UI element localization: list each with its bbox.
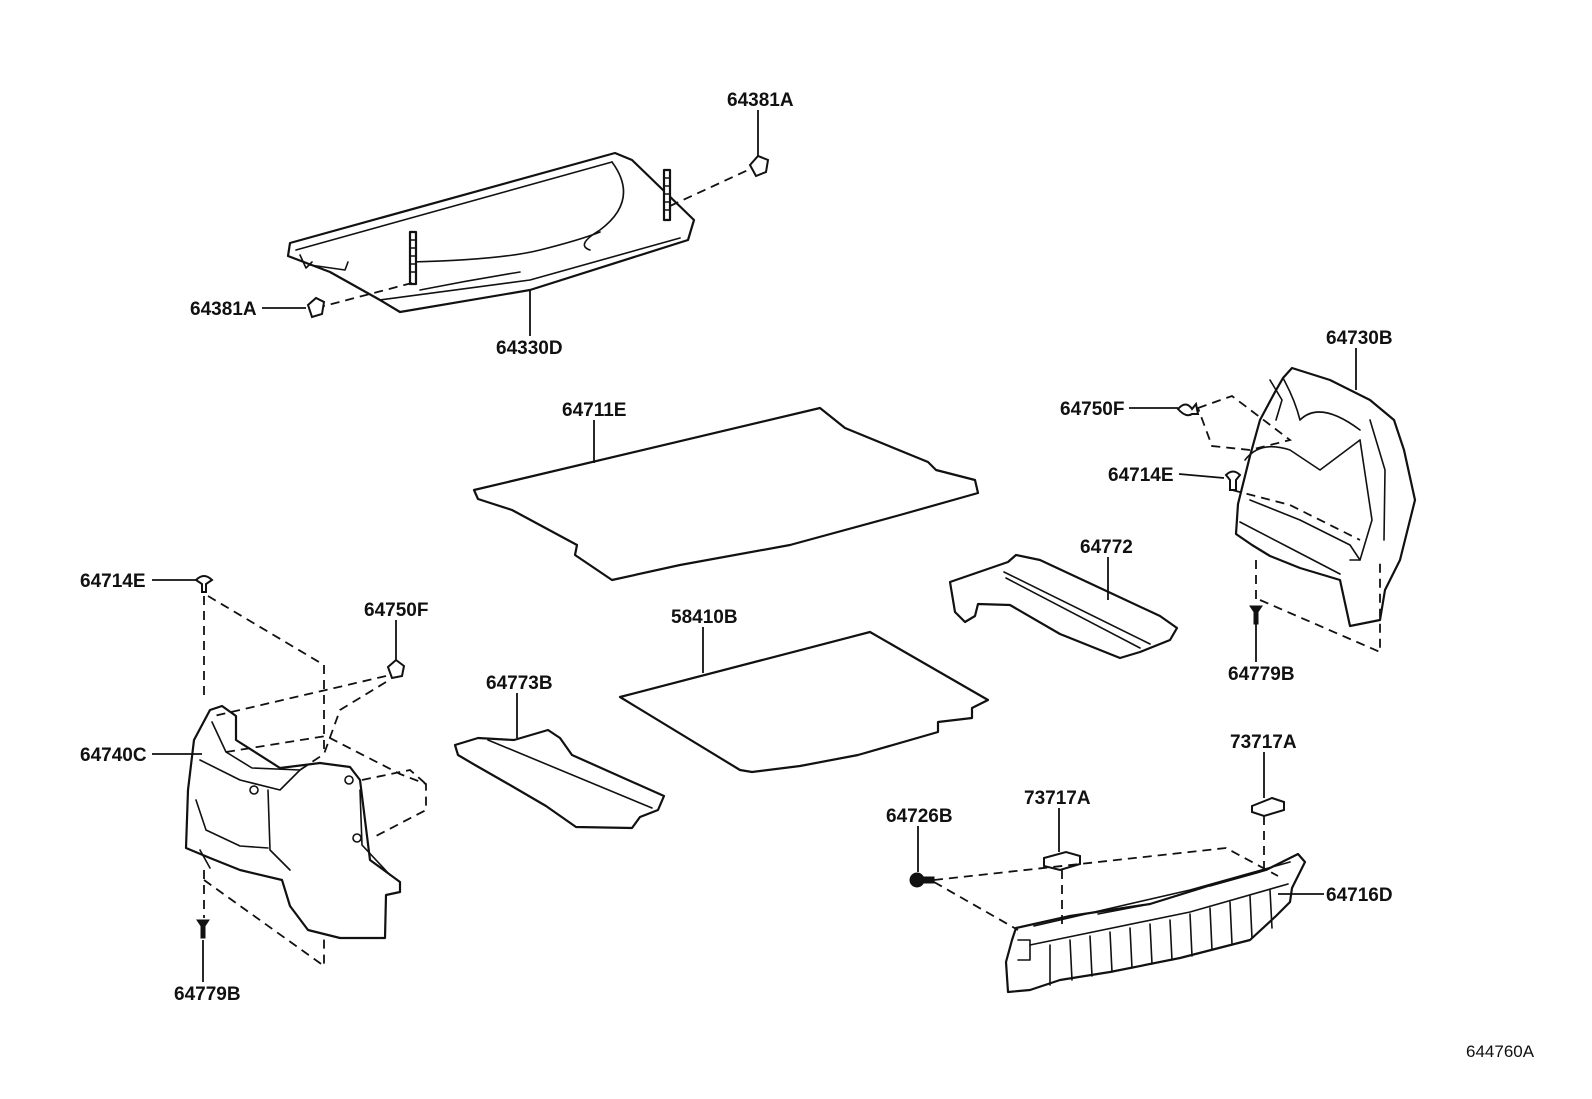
clip-icon [748,154,770,178]
clip-icon [306,296,326,319]
label-support-left: 64773B [486,673,553,694]
label-clip-64750F-left: 64750F [364,600,428,621]
label-side-trim-right: 64730B [1326,328,1393,349]
screw-icon [196,919,210,939]
label-deck-board: 64711E [562,400,626,421]
label-package-tray: 64330D [496,338,563,359]
label-floor-mat: 58410B [671,607,738,628]
retainer-icon [1043,850,1081,872]
label-clip-64779B-left: 64779B [174,984,241,1005]
figure-reference: 644760A [1466,1042,1535,1061]
side-trim-right-part [1234,366,1417,628]
label-bolt-64726B: 64726B [886,806,953,827]
label-clip-64750F-right: 64750F [1060,399,1124,420]
label-clip-64779B-right: 64779B [1228,664,1295,685]
clip-icon [1224,470,1242,491]
clip-icon [194,575,214,593]
label-clip-top-left: 64381A [190,299,257,320]
package-tray-part [286,151,696,314]
label-clip-64714E-right: 64714E [1108,465,1174,486]
label-retainer-center: 73717A [1024,788,1091,809]
sill-plate-part [1004,852,1307,994]
label-support-right: 64772 [1080,537,1133,558]
clip-icon [386,658,406,680]
side-trim-left-part [184,704,402,940]
bolt-icon [909,872,935,888]
deck-board-part [472,406,980,582]
screw-icon [1249,605,1263,625]
floor-mat-part [618,630,990,774]
label-side-trim-left: 64740C [80,745,147,766]
label-clip-64714E-left: 64714E [80,571,146,592]
clip-icon [1176,401,1200,417]
support-left-part [453,728,666,830]
support-right-part [948,553,1179,660]
label-sill-plate: 64716D [1326,885,1393,906]
retainer-icon [1251,796,1285,818]
label-clip-top-right: 64381A [727,90,794,111]
label-retainer-right: 73717A [1230,732,1297,753]
